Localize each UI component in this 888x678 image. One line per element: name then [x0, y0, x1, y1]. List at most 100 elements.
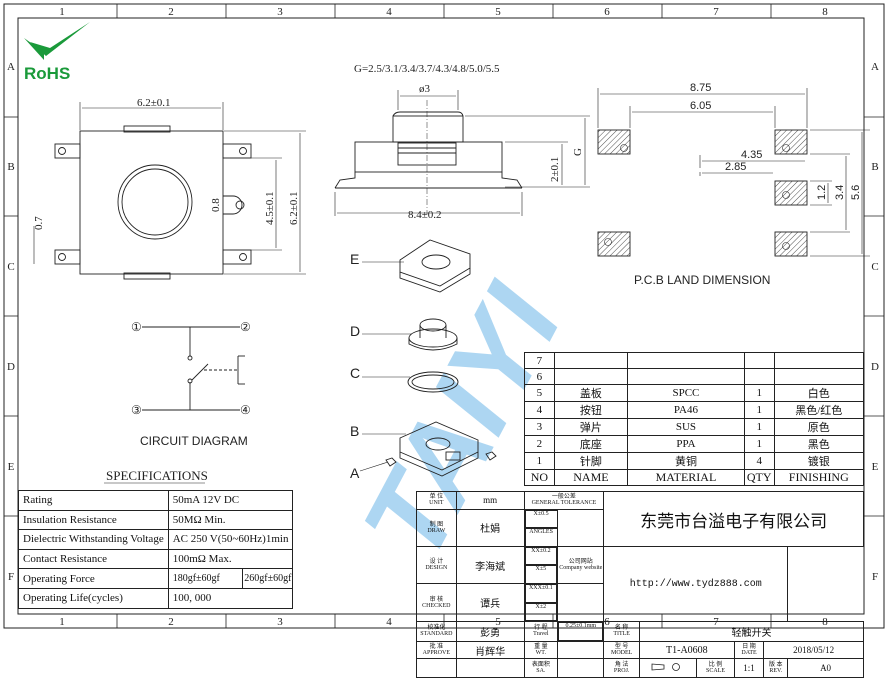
bom-finish: 黑色	[773, 435, 865, 454]
row-label-b: B	[7, 161, 14, 173]
col-label-5: 5	[495, 6, 501, 18]
part-label-b: B	[350, 423, 359, 439]
col-label-1: 1	[59, 6, 65, 18]
bom-finish: 白色	[773, 384, 865, 403]
bom-material: SPCC	[627, 384, 745, 403]
circuit-diagram	[142, 326, 245, 411]
row-label-a-right: A	[871, 61, 879, 73]
pin-1: ①	[131, 320, 142, 334]
spec-value: 100mΩ Max.	[167, 548, 294, 570]
approve-value: 肖辉华	[455, 640, 525, 660]
spec-row: Contact Resistance 100mΩ Max.	[18, 548, 294, 570]
spec-row: Rating 50mA 12V DC	[18, 490, 294, 511]
col-label-4: 4	[386, 6, 392, 18]
bom-no: 3	[524, 418, 555, 437]
pcb-title: P.C.B LAND DIMENSION	[634, 273, 770, 287]
bom-name	[553, 351, 629, 370]
row-label-b-right: B	[871, 161, 878, 173]
col-label-7: 7	[713, 6, 719, 18]
top-view	[33, 102, 306, 280]
bom-no: 7	[524, 351, 555, 370]
bom-material: SUS	[627, 418, 745, 437]
part-label-e: E	[350, 251, 359, 267]
bom-material	[627, 351, 745, 370]
pin-2: ②	[240, 320, 251, 334]
bom-name: 针脚	[553, 452, 629, 471]
bom-qty: 1	[743, 435, 775, 454]
tol-a-2: XXX±0.1	[524, 583, 558, 603]
title-value: 轻触开关	[638, 621, 865, 642]
dim-left: 0.7	[33, 216, 45, 230]
bom-finish: 镀银	[773, 452, 865, 471]
row-label-c-right: C	[871, 261, 878, 273]
bom-name	[553, 368, 629, 386]
row-label-d-right: D	[871, 361, 879, 373]
pcb-dim-5-6: 5.6	[850, 185, 862, 200]
website-link[interactable]: http://www.tydz888.com	[603, 546, 789, 623]
dim-2: 2±0.1	[549, 157, 561, 182]
bom-name: 盖板	[553, 384, 629, 403]
spec-row: Operating Force 180gf±60gf 260gf±60gf	[18, 568, 294, 589]
bom-material: PA46	[627, 401, 745, 420]
checked-value: 谭兵	[455, 583, 525, 623]
bom-name: 底座	[553, 435, 629, 454]
bom-row: 7	[524, 351, 865, 370]
side-view	[334, 90, 590, 216]
pcb-land	[597, 88, 870, 257]
spec-name: Rating	[18, 490, 169, 511]
model-value: T1-A0608	[638, 640, 735, 660]
unit-value: mm	[455, 491, 525, 510]
travel-value: 0.25±0.1mm	[558, 622, 604, 641]
circuit-title: CIRCUIT DIAGRAM	[140, 434, 248, 448]
bom-finish: 黑色/红色	[773, 401, 865, 420]
pcb-pad-5	[774, 231, 808, 257]
spec-name: Dielectric Withstanding Voltage	[18, 529, 169, 550]
spec-value: 100, 000	[167, 587, 294, 609]
pcb-pad-3	[774, 180, 808, 206]
bom-qty: 1	[743, 401, 775, 420]
bom-header-no: NO	[524, 469, 555, 487]
pcb-dims: 8.75 6.05 4.35 2.85 1.2 3.4 5.6 P.C.B LA…	[634, 82, 862, 287]
dim-pitch: 4.5±0.1	[264, 191, 276, 225]
spec-row: Operating Life(cycles) 100, 000	[18, 587, 294, 609]
bom-no: 6	[524, 368, 555, 386]
circuit-pins: ① ② ③ ④	[131, 320, 251, 417]
bom-qty: 1	[743, 384, 775, 403]
scale-value: 1:1	[733, 658, 765, 678]
bom-material	[627, 368, 745, 386]
row-label-e: E	[8, 461, 15, 473]
bom-material: 黄铜	[627, 452, 745, 471]
draw-value: 杜娟	[455, 508, 525, 548]
date-value: 2018/05/12	[763, 640, 864, 660]
rohs-logo: RoHS	[24, 22, 90, 83]
spec-row: Dielectric Withstanding Voltage AC 250 V…	[18, 529, 294, 550]
bom-material: PPA	[627, 435, 745, 454]
projection-icon	[638, 658, 698, 678]
part-label-d: D	[350, 323, 360, 339]
col-label-2: 2	[168, 6, 174, 18]
pcb-dim-8-75: 8.75	[690, 82, 711, 94]
bom-header-finish: FINISHING	[773, 469, 865, 487]
dim-width: 6.2±0.1	[137, 97, 171, 109]
pin-3: ③	[131, 403, 142, 417]
bom-finish	[773, 368, 865, 386]
tol-a-1: XX±0.2	[524, 546, 558, 566]
col-label-3-bottom: 3	[277, 616, 283, 628]
spec-name: Contact Resistance	[18, 548, 169, 570]
